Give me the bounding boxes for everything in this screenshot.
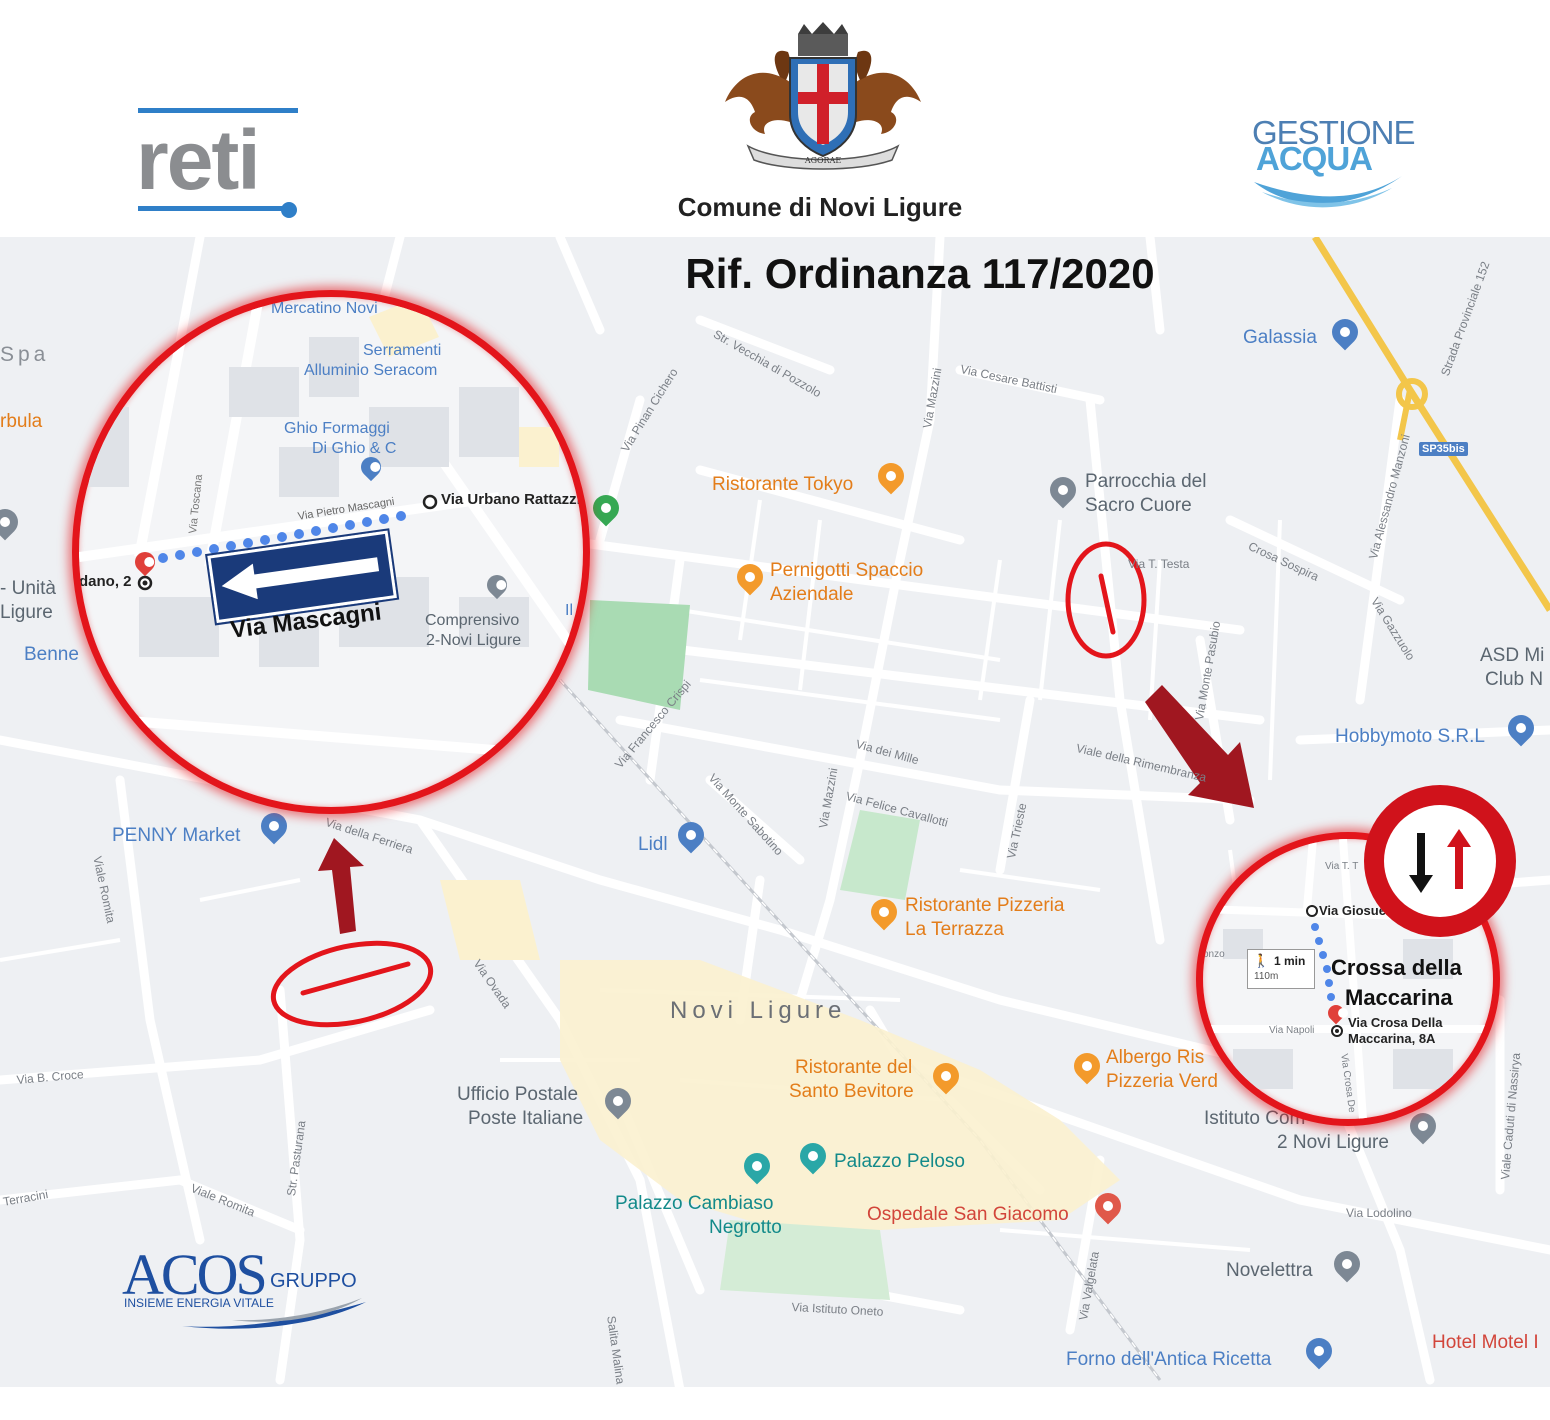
zoom-left-end-label: dano, 2 [79,573,132,590]
zoom-right-napoli: Via Napoli [1269,1025,1315,1036]
poi-terrazza-1[interactable]: Ristorante Pizzeria [905,895,1065,916]
zoom-circle-crossa-maccarina[interactable]: Via Giosue Via Crosa Della Maccarina, 8A… [1196,832,1500,1126]
poi-bevitore-2[interactable]: Santo Bevitore [789,1081,914,1102]
zoom-right-route [1306,905,1343,1037]
street-lodolino: Via Lodolino [1346,1206,1412,1220]
poi-lidl[interactable]: Lidl [638,834,668,855]
two-way-traffic-sign [1364,785,1516,937]
left-label-unita: - Unità [0,578,56,599]
poi-hobbymoto[interactable]: Hobbymoto S.R.L [1335,726,1485,747]
crest-motto: AGORAE [804,156,842,165]
poi-ospedale[interactable]: Ospedale San Giacomo [867,1204,1069,1225]
zoom-left-ghio-1: Ghio Formaggi [284,420,390,437]
poi-parrocchia-1[interactable]: Parrocchia del [1085,471,1207,492]
poi-asd-2[interactable]: Club N [1485,669,1544,690]
poi-cambiaso-1[interactable]: Palazzo Cambiaso [615,1193,774,1214]
municipality-label: Comune di Novi Ligure [677,192,963,222]
poi-parrocchia-2[interactable]: Sacro Cuore [1085,495,1192,516]
poi-peloso[interactable]: Palazzo Peloso [834,1151,965,1172]
poi-albergo-1[interactable]: Albergo Ris [1106,1047,1205,1068]
one-way-sign [205,527,400,626]
poi-ufficio-2[interactable]: Poste Italiane [468,1108,584,1129]
reti-logo: reti [136,108,303,220]
zoom-left-serramenti-1: Serramenti [363,342,442,359]
zoom-left-school-2: 2-Novi Ligure [426,632,522,649]
poi-novelettra[interactable]: Novelettra [1226,1260,1313,1281]
header: reti AGORAE GESTIONE ACQUA [0,0,1550,237]
acos-swoosh [182,1298,366,1329]
street-testa: Via T. Testa [1128,557,1190,571]
poi-penny[interactable]: PENNY Market [112,825,241,846]
zoom-circle-via-mascagni[interactable]: Via Urbano Rattazzi, dano, 2 Via Pietro … [72,290,590,814]
poi-asd-1[interactable]: ASD Mi [1480,645,1545,666]
sp35bis-badge: SP35bis [1419,442,1468,456]
left-label-rbula: rbula [0,411,43,432]
zoom-right-start-label: Via Giosue [1319,903,1386,918]
poi-pernigotti-1[interactable]: Pernigotti Spaccio [770,560,924,581]
poi-ufficio-1[interactable]: Ufficio Postale [457,1084,579,1105]
left-label-benne: Benne [24,644,79,665]
poi-pernigotti-2[interactable]: Aziendale [770,584,854,605]
zoom-right-onzo: onzo [1203,949,1225,960]
walk-distance: 110m [1254,971,1279,982]
zoom-left-route [137,494,438,591]
poi-hotel[interactable]: Hotel Motel I [1432,1332,1539,1353]
poi-tokyo[interactable]: Ristorante Tokyo [712,474,854,495]
acos-logo-name: ACOS [122,1242,268,1307]
poi-istituto-1[interactable]: Istituto Com [1204,1108,1306,1129]
walk-time: 1 min [1274,954,1306,968]
zoom-right-end-label-2: Maccarina, 8A [1348,1031,1436,1046]
ordinance-title: Rif. Ordinanza 117/2020 [685,250,1155,297]
zoom-left-ghio-2: Di Ghio & C [312,440,397,457]
poi-forno[interactable]: Forno dell'Antica Ricetta [1066,1349,1272,1370]
zoom-right-testa: Via T. T [1325,861,1359,872]
zoom-left-streets [79,297,583,762]
poi-albergo-2[interactable]: Pizzeria Verd [1106,1071,1218,1092]
crossa-label-2: Maccarina [1345,985,1453,1010]
zoom-right-end-label-1: Via Crosa Della [1348,1015,1443,1030]
poi-cambiaso-2[interactable]: Negrotto [709,1217,782,1238]
town-label: Novi Ligure [670,997,847,1024]
two-way-arrows-icon [1409,829,1471,893]
acos-logo-suffix: GRUPPO [270,1270,357,1292]
walking-person-icon: 🚶 [1253,953,1270,968]
poi-galassia[interactable]: Galassia [1243,327,1317,348]
left-label-spa: Spa [0,343,50,366]
zoom-left-mercatino: Mercatino Novi [271,300,378,317]
acos-logo: ACOS GRUPPO INSIEME ENERGIA VITALE [122,1244,372,1334]
poi-istituto-2[interactable]: 2 Novi Ligure [1277,1132,1389,1153]
zoom-left-partial: Il P [565,602,589,619]
walk-time-box: 🚶 1 min 110m [1247,949,1315,989]
zoom-left-start-label: Via Urbano Rattazzi, [441,491,585,508]
zoom-left-school-1: Comprensivo [425,612,520,629]
left-label-ligure: Ligure [0,602,53,623]
poi-bevitore-1[interactable]: Ristorante del [795,1057,913,1078]
poi-terrazza-2[interactable]: La Terrazza [905,919,1004,940]
bottom-strip [0,1387,1550,1420]
acos-logo-tagline: INSIEME ENERGIA VITALE [124,1296,274,1310]
reti-logo-text: reti [136,113,261,207]
one-way-arrow-icon [221,557,380,600]
zoom-left-serramenti-2: Alluminio Seracom [304,362,438,379]
map-streets [0,237,1550,1387]
crossa-label-1: Crossa della [1331,955,1462,980]
municipal-crest: AGORAE [720,22,926,172]
gestione-acqua-logo: GESTIONE ACQUA [1252,116,1416,216]
